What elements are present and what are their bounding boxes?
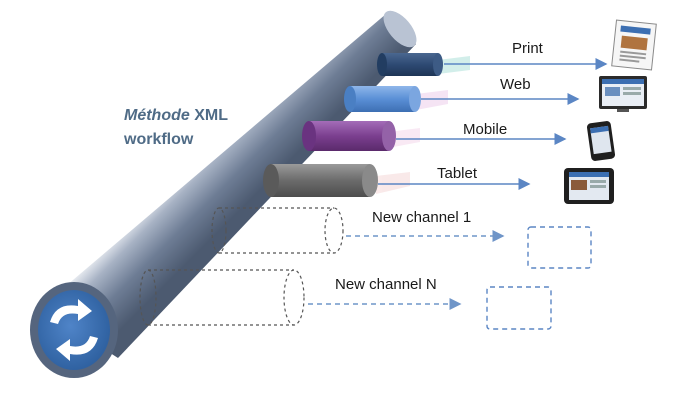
refresh-cycle-icon <box>50 299 98 361</box>
tablet-channel-cylinder <box>263 164 378 197</box>
smartphone-icon <box>586 121 616 161</box>
newspaper-icon <box>611 19 657 71</box>
monitor-icon <box>599 76 647 112</box>
new-channel-1-label: New channel 1 <box>372 209 472 226</box>
new-channel-n-label: New channel N <box>335 276 437 293</box>
web-channel-cylinder <box>344 86 421 112</box>
new-channel-1-placeholder <box>527 226 592 269</box>
print-label: Print <box>512 40 543 57</box>
title-italic: Méthode <box>124 107 190 124</box>
workflow-title: Méthode XML workflow <box>124 104 228 152</box>
new-channel-n-placeholder <box>486 286 552 330</box>
new-channel-1-cylinder <box>211 207 344 254</box>
title-rest: XML <box>189 107 228 124</box>
pipe-end-cap <box>38 290 110 370</box>
print-channel-cylinder <box>377 53 443 76</box>
title-line2: workflow <box>124 131 194 148</box>
channel-trails <box>376 56 470 194</box>
tablet-label: Tablet <box>437 165 478 182</box>
tablet-icon <box>564 168 614 204</box>
mobile-label: Mobile <box>463 121 508 138</box>
mobile-channel-cylinder <box>302 121 396 151</box>
xml-workflow-pipe <box>30 10 417 378</box>
new-channel-n-cylinder <box>139 269 305 326</box>
web-label: Web <box>500 76 531 93</box>
